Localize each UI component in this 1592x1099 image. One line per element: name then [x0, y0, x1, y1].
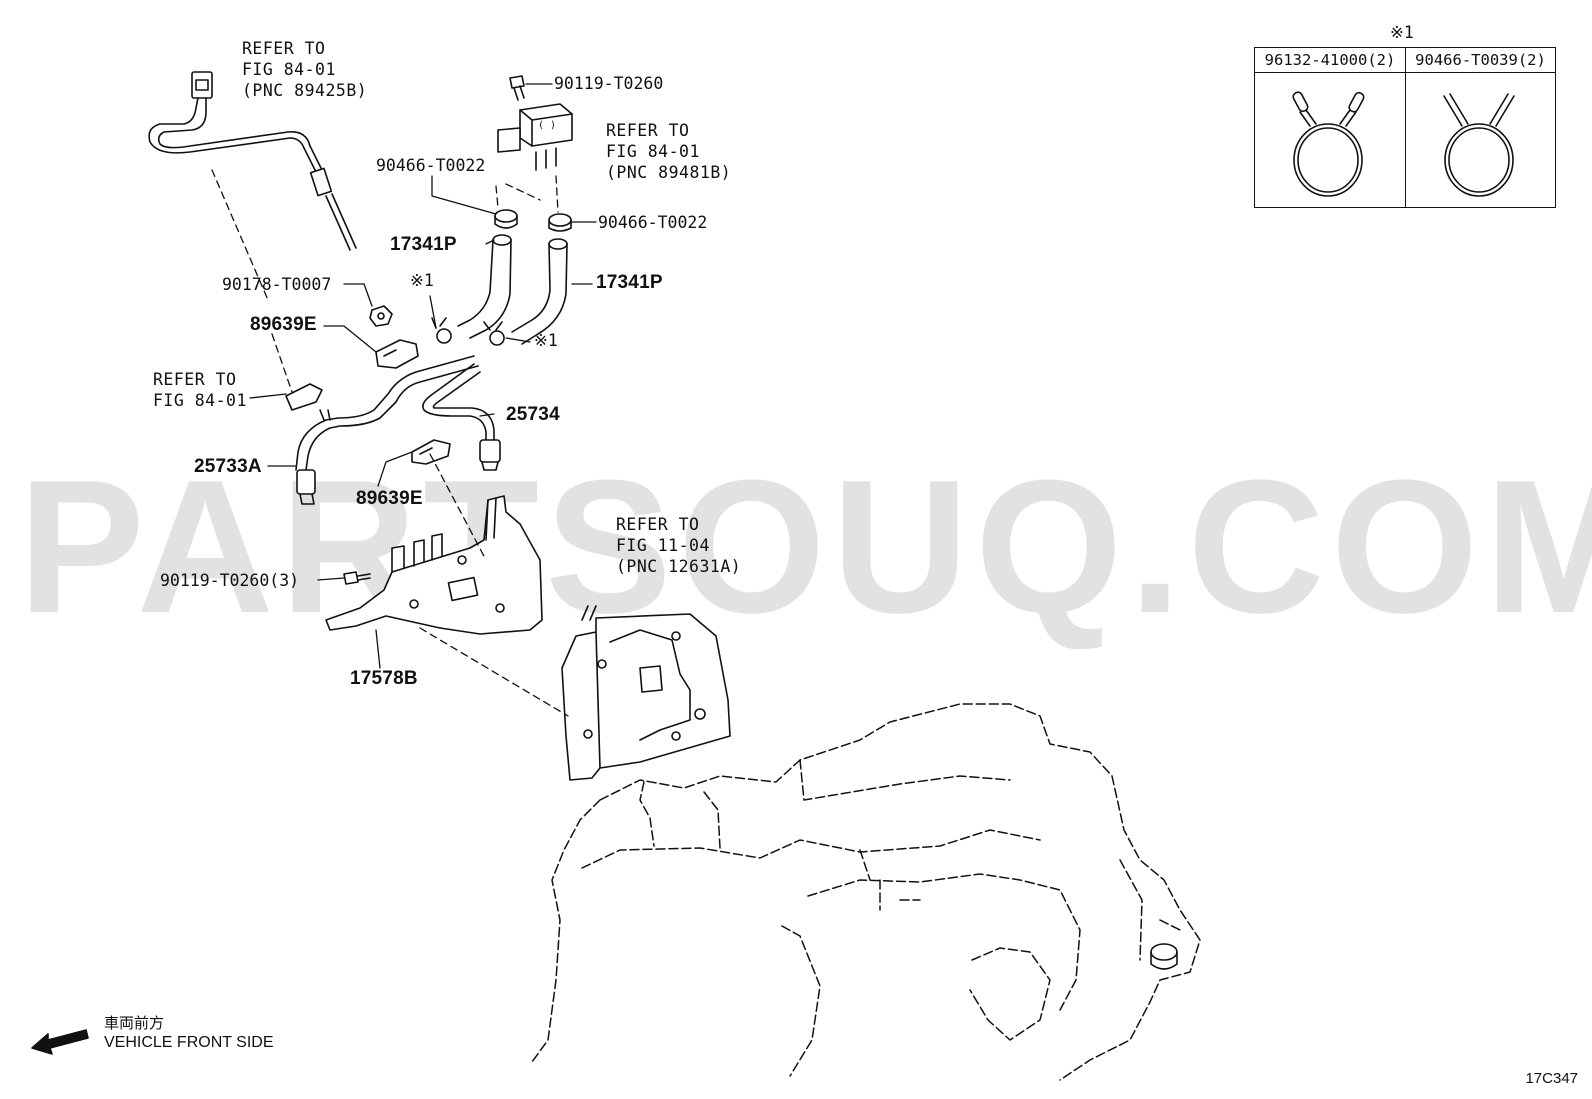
pressure-sensor: ( )	[497, 75, 573, 171]
note-mark-a: ※1	[410, 271, 434, 290]
pipe-25733a	[295, 355, 479, 505]
refer-label-fig-84-01: REFER TO FIG 84-01	[153, 370, 247, 410]
part-89639e-top[interactable]: 89639E	[250, 314, 317, 335]
bracket-89639e-top	[375, 339, 419, 369]
part-17578b[interactable]: 17578B	[350, 668, 418, 689]
watermark-text: PARTSOUQ.COM	[18, 441, 1592, 653]
refer-label-89425b: REFER TO FIG 84-01 (PNC 89425B)	[242, 39, 368, 100]
bracket-89639e-bottom	[411, 439, 451, 465]
leader-lines	[249, 83, 597, 669]
part-25733a[interactable]: 25733A	[194, 456, 262, 477]
front-direction-arrow	[31, 1029, 89, 1055]
dashed-guide-lines	[211, 169, 569, 717]
inset-divider	[1405, 48, 1406, 207]
clip-90466-right	[548, 213, 572, 232]
nut-90178	[369, 305, 393, 327]
bolt-90119-3	[343, 571, 371, 585]
inset-clamp-table: 96132-41000(2) 90466-T0039(2)	[1254, 47, 1556, 208]
part-17341p-left[interactable]: 17341P	[390, 234, 457, 255]
exhaust-sensor-harness	[148, 71, 357, 251]
bracket-17578b	[325, 495, 543, 635]
inset-note-mark: ※1	[1390, 23, 1414, 42]
front-label-jp: 車両前方	[104, 1014, 165, 1032]
front-label-en: VEHICLE FRONT SIDE	[104, 1034, 274, 1051]
inset-clamp-90466	[1443, 93, 1515, 197]
inset-clamp-96132	[1292, 91, 1365, 197]
figure-code: 17C347	[1525, 1070, 1578, 1087]
inset-header-90466[interactable]: 90466-T0039(2)	[1406, 48, 1555, 73]
svg-text:( ): ( )	[538, 120, 556, 131]
hose-left	[457, 234, 512, 339]
part-90119-t0260-3[interactable]: 90119-T0260(3)	[160, 571, 300, 590]
bracket-ref-11-04	[561, 605, 731, 781]
refer-label-12631a: REFER TO FIG 11-04 (PNC 12631A)	[616, 515, 742, 576]
engine-outline	[531, 703, 1201, 1081]
part-89639e-bottom[interactable]: 89639E	[356, 488, 423, 509]
clamp-right	[483, 321, 505, 346]
part-17341p-right[interactable]: 17341P	[596, 272, 663, 293]
part-90466-t0022-left[interactable]: 90466-T0022	[376, 156, 486, 175]
part-90466-t0022-right[interactable]: 90466-T0022	[598, 213, 708, 232]
part-25734[interactable]: 25734	[506, 404, 560, 425]
part-90119-t0260[interactable]: 90119-T0260	[554, 74, 664, 93]
clip-90466-left	[494, 209, 518, 229]
inset-header-96132[interactable]: 96132-41000(2)	[1255, 48, 1405, 73]
bracket-89639e-left	[285, 383, 323, 411]
note-mark-b: ※1	[534, 331, 558, 350]
refer-label-89481b: REFER TO FIG 84-01 (PNC 89481B)	[606, 121, 732, 182]
part-90178-t0007[interactable]: 90178-T0007	[222, 275, 332, 294]
pipe-25734	[422, 363, 501, 471]
hose-right	[511, 238, 568, 345]
engine-oil-cap	[1150, 943, 1178, 970]
